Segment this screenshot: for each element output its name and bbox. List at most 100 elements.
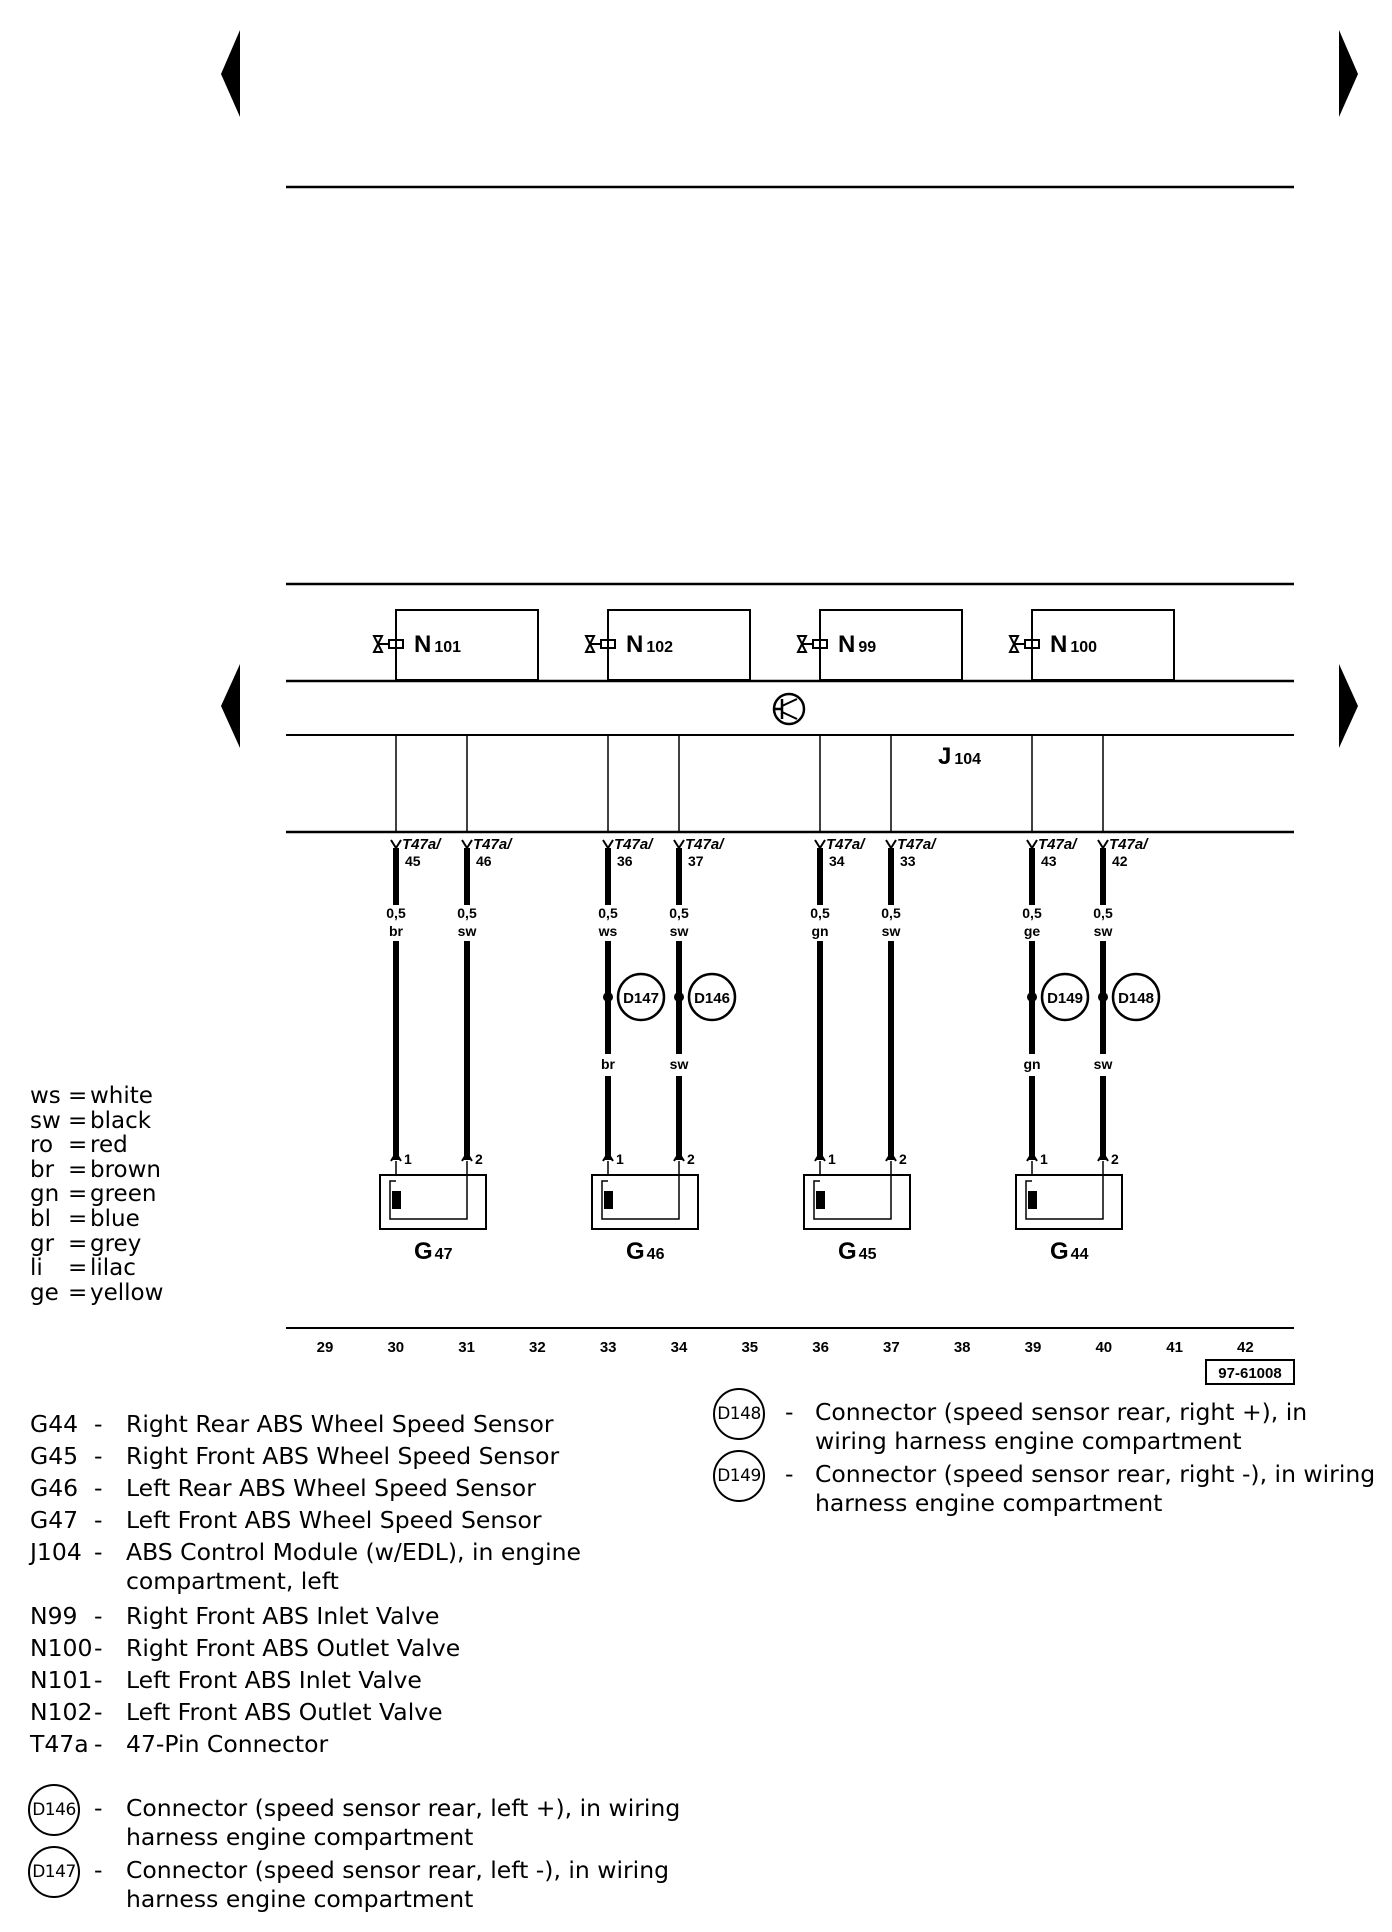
track-number: 42 bbox=[1237, 1339, 1254, 1356]
connector-label: T47a/ bbox=[897, 836, 937, 853]
connector-legend-right: D148-Connector (speed sensor rear, right… bbox=[713, 1388, 1375, 1538]
color-code-row: li=lilac bbox=[30, 1255, 136, 1282]
color-code-row: ro=red bbox=[30, 1132, 128, 1159]
page-next-arrow-mid[interactable] bbox=[1339, 664, 1358, 748]
color-code-row: ge=yellow bbox=[30, 1279, 164, 1306]
pin-number: 36 bbox=[617, 853, 633, 869]
page-prev-arrow-top[interactable] bbox=[221, 30, 240, 117]
wire-33: T47a/33 0,5 sw 2 bbox=[881, 735, 937, 1175]
sensor-pin: 1 bbox=[1040, 1151, 1048, 1167]
splice-label: D148 bbox=[1118, 990, 1154, 1007]
splice-dot bbox=[1098, 992, 1108, 1002]
splice-connector-D149 bbox=[1040, 972, 1090, 1022]
track-number: 32 bbox=[529, 1339, 546, 1356]
connector-symbol-icon: D146 bbox=[28, 1784, 80, 1836]
connector-label: T47a/ bbox=[614, 836, 654, 853]
pin-number: 43 bbox=[1041, 853, 1057, 869]
splice-connector-D147 bbox=[616, 972, 666, 1022]
pin-number: 37 bbox=[688, 853, 704, 869]
pin-number: 42 bbox=[1112, 853, 1128, 869]
track-number: 36 bbox=[812, 1339, 829, 1356]
valve-symbol-icon bbox=[372, 635, 404, 653]
color-code-row: br=brown bbox=[30, 1156, 162, 1183]
pin-number: 33 bbox=[900, 853, 916, 869]
color-code-row: ws=white bbox=[30, 1083, 153, 1109]
splice-label: D149 bbox=[1047, 990, 1083, 1007]
wire-color: br bbox=[389, 923, 404, 939]
wire-size: 0,5 bbox=[1022, 905, 1042, 921]
wire-size: 0,5 bbox=[881, 905, 901, 921]
wire-color-bottom: gn bbox=[1023, 1056, 1040, 1072]
wire-color: gn bbox=[811, 923, 828, 939]
wire-color-bottom: br bbox=[601, 1056, 616, 1072]
sensor-pin: 2 bbox=[475, 1151, 483, 1167]
track-number: 39 bbox=[1025, 1339, 1042, 1356]
wire-color: sw bbox=[670, 923, 689, 939]
pin-number: 46 bbox=[476, 853, 492, 869]
sensor-pin: 1 bbox=[828, 1151, 836, 1167]
connector-label: T47a/ bbox=[1038, 836, 1078, 853]
wire-size: 0,5 bbox=[669, 905, 689, 921]
pin-number: 34 bbox=[829, 853, 845, 869]
connector-label: T47a/ bbox=[402, 836, 442, 853]
splice-connector-D146 bbox=[687, 972, 737, 1022]
sensor-pin: 2 bbox=[899, 1151, 907, 1167]
wire-size: 0,5 bbox=[598, 905, 618, 921]
page-prev-arrow-mid[interactable] bbox=[221, 664, 240, 748]
wire-color: sw bbox=[458, 923, 477, 939]
track-number: 41 bbox=[1166, 1339, 1183, 1356]
connector-label: T47a/ bbox=[1109, 836, 1149, 853]
page-next-arrow-top[interactable] bbox=[1339, 30, 1358, 117]
valve-symbol-icon bbox=[584, 635, 616, 653]
splice-label: D147 bbox=[623, 990, 659, 1007]
splice-connector-D148 bbox=[1111, 972, 1161, 1022]
wire-color-bottom: sw bbox=[670, 1056, 689, 1072]
color-code-row: gn=green bbox=[30, 1181, 157, 1208]
wire-size: 0,5 bbox=[386, 905, 406, 921]
track-number: 37 bbox=[883, 1339, 900, 1356]
track-number: 34 bbox=[671, 1339, 688, 1356]
figure-id-box bbox=[1205, 1359, 1295, 1385]
splice-dot bbox=[674, 992, 684, 1002]
valve-symbol-icon bbox=[796, 635, 828, 653]
splice-label: D146 bbox=[694, 990, 730, 1007]
pin-number: 45 bbox=[405, 853, 421, 869]
sensor-pin: 2 bbox=[687, 1151, 695, 1167]
connector-symbol-icon: D148 bbox=[713, 1388, 765, 1440]
valve-symbol-icon bbox=[1008, 635, 1040, 653]
wire-color-bottom: sw bbox=[1094, 1056, 1113, 1072]
connector-symbol-icon: D147 bbox=[28, 1846, 80, 1898]
figure-id: 97-61008 bbox=[1218, 1365, 1281, 1382]
track-number: 40 bbox=[1095, 1339, 1112, 1356]
wire-color: sw bbox=[882, 923, 901, 939]
sensor-pin: 2 bbox=[1111, 1151, 1119, 1167]
track-number: 31 bbox=[458, 1339, 475, 1356]
wire-size: 0,5 bbox=[1093, 905, 1113, 921]
splice-dot bbox=[603, 992, 613, 1002]
color-code-row: sw=black bbox=[30, 1107, 152, 1134]
electronics-symbol bbox=[772, 692, 806, 726]
color-code-row: gr=grey bbox=[30, 1230, 142, 1257]
track-number: 30 bbox=[387, 1339, 404, 1356]
